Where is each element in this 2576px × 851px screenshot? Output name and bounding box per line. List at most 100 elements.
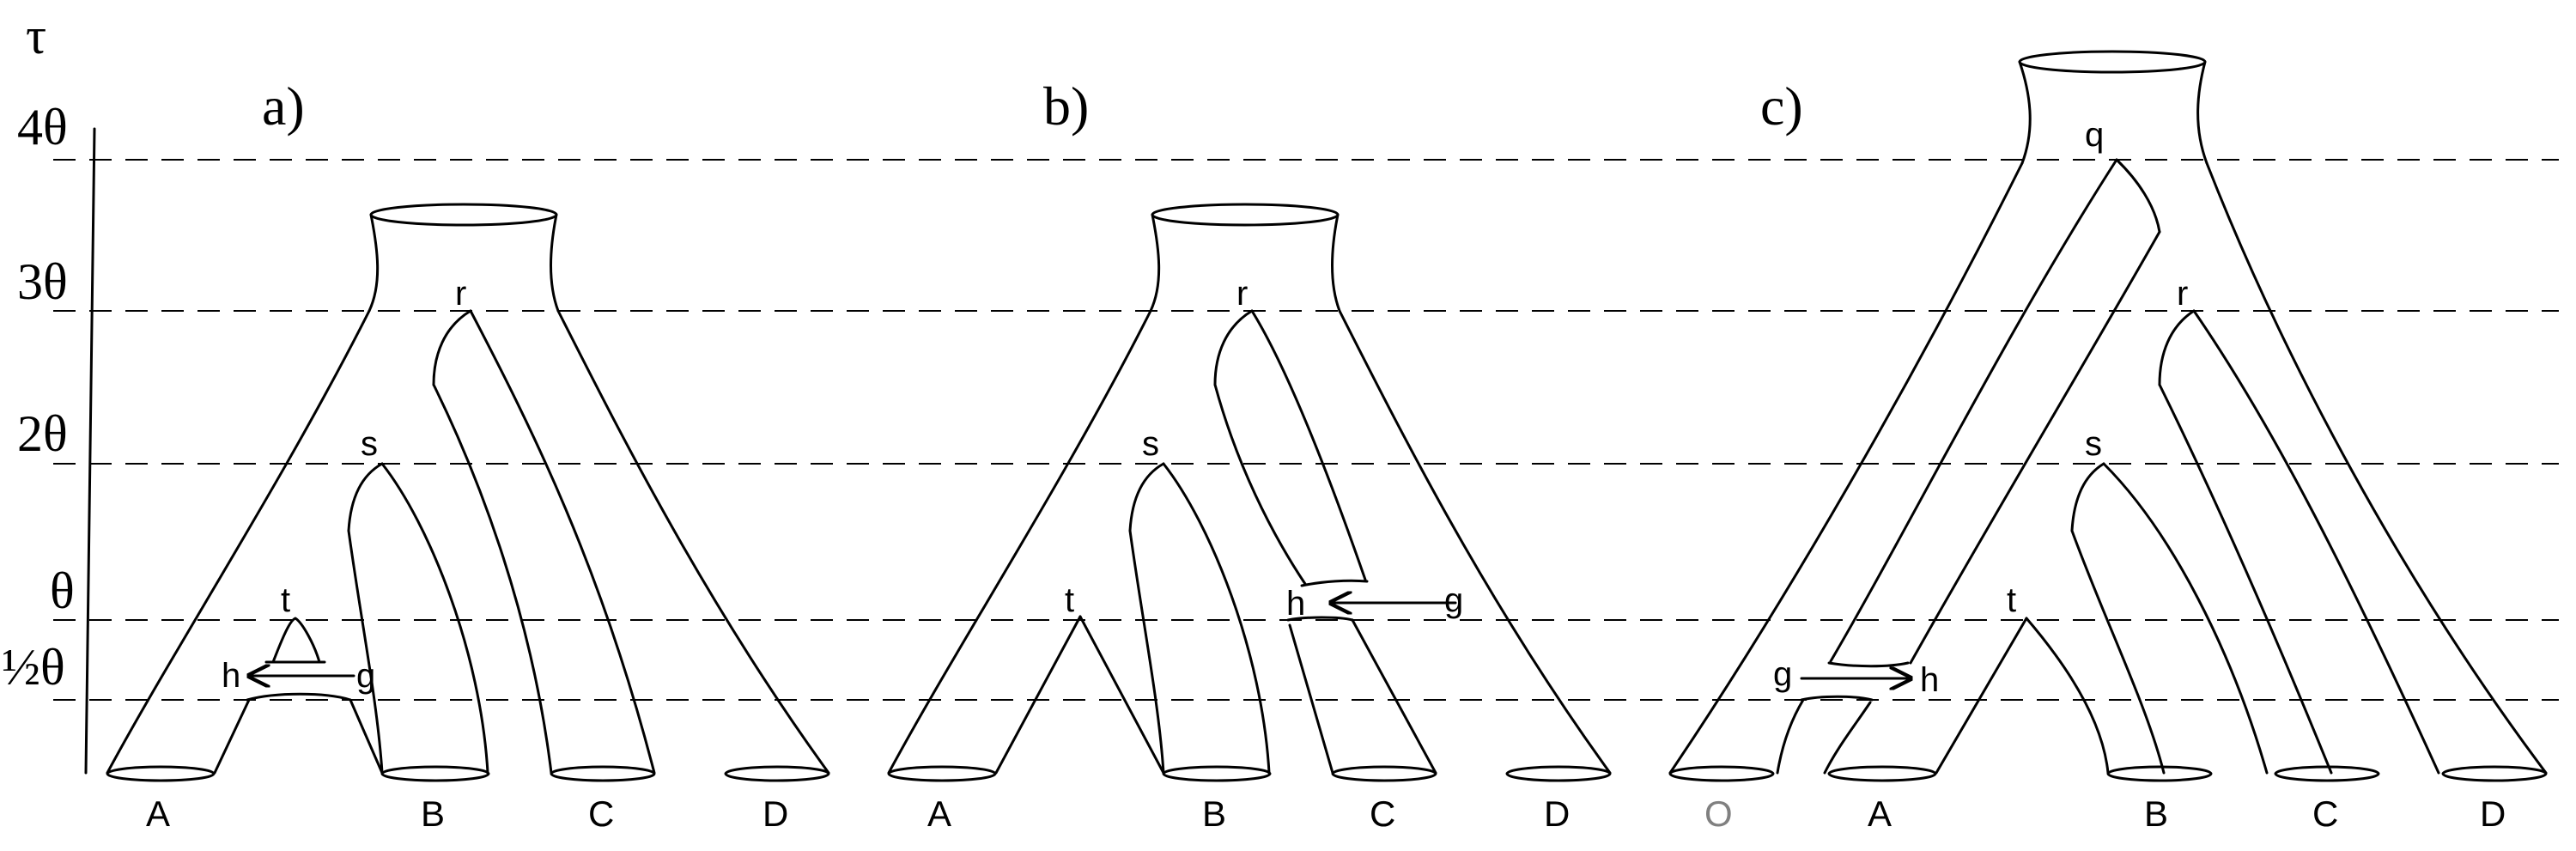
tip-label: B <box>1202 793 1226 834</box>
branch-edge <box>469 309 656 775</box>
panel-a: a) r s t g h A <box>106 76 830 834</box>
node-label-r: r <box>455 275 466 313</box>
tip-label: A <box>927 793 951 834</box>
branch-edge <box>432 309 472 386</box>
branch-edge <box>1823 701 1872 775</box>
branch-edge <box>349 698 384 775</box>
branch-edge <box>1078 615 1165 775</box>
tip-cap-A <box>887 765 997 782</box>
branch-edge <box>2018 60 2032 165</box>
tip-label: B <box>2144 793 2168 834</box>
branch-edge <box>1827 661 1910 668</box>
branch-edge <box>1213 309 1254 386</box>
introgression-to-label: h <box>222 657 240 695</box>
branch-edge <box>347 462 384 532</box>
time-axis: τ 4θ 3θ 2θ θ ½θ <box>2 8 96 775</box>
branch-edge <box>1300 579 1369 587</box>
tip-label: D <box>1544 793 1570 834</box>
branch-edge <box>1286 616 1354 622</box>
branch-edge <box>368 213 380 313</box>
branch-edge <box>1935 617 2028 775</box>
introgression-to-label: h <box>1286 585 1305 623</box>
tick-label-theta: θ <box>50 562 75 619</box>
branch-edge <box>380 462 489 775</box>
branch-edge <box>2192 309 2440 775</box>
tip-cap-B <box>380 765 490 782</box>
branch-edge <box>2158 383 2333 775</box>
tip-cap-D <box>2441 765 2548 782</box>
node-label-r: r <box>2177 275 2188 313</box>
tick-label-half-theta: ½θ <box>2 639 65 696</box>
tip-cap-C <box>2274 765 2380 782</box>
tip-label: B <box>421 793 445 834</box>
branch-edge <box>2070 529 2166 775</box>
branch-edge <box>347 529 384 775</box>
node-label-r: r <box>1236 275 1248 313</box>
panel-label: b) <box>1043 76 1089 137</box>
branch-edge <box>2196 60 2208 165</box>
branch-edge <box>2025 617 2110 775</box>
axis-label: τ <box>26 8 46 64</box>
branch-edge <box>1128 462 1165 532</box>
panel-b: b) r s t g h <box>887 76 1612 834</box>
branch-edge <box>1213 383 1307 586</box>
branch-edge <box>1351 618 1437 775</box>
node-label-t: t <box>1065 581 1074 619</box>
branch-edge <box>887 309 1152 775</box>
branch-edge <box>271 617 321 664</box>
branch-edge <box>2070 462 2105 532</box>
tip-label-outgroup: O <box>1704 793 1733 834</box>
branch-edge <box>1250 309 1367 581</box>
tip-label: C <box>1370 793 1395 834</box>
tick-label-2theta: 2θ <box>17 405 68 462</box>
node-label-s: s <box>2085 425 2102 463</box>
node-label-t: t <box>2007 581 2016 619</box>
root-cap <box>369 203 558 227</box>
tip-cap-D <box>724 765 830 782</box>
panel-label: a) <box>262 76 305 137</box>
branch-edge <box>1800 695 1874 702</box>
branch-edge <box>994 615 1082 775</box>
branch-edge <box>550 213 560 313</box>
tip-cap-A <box>1827 765 1937 782</box>
branch-edge <box>2205 161 2548 775</box>
tip-label: D <box>2480 793 2506 834</box>
tip-label: A <box>146 793 170 834</box>
tip-cap-C <box>550 765 656 782</box>
axis-line <box>84 127 96 775</box>
branch-edge <box>213 698 251 775</box>
branch-edge <box>1776 698 1805 775</box>
panel-label: c) <box>1760 76 1803 137</box>
tip-cap-B <box>2106 765 2213 782</box>
tip-cap-O <box>1668 765 1775 782</box>
branch-edge <box>1829 158 2118 663</box>
branch-edge <box>1668 161 2024 775</box>
branch-edge <box>1288 623 1334 775</box>
root-cap <box>1151 203 1340 227</box>
root-cap <box>2018 50 2207 74</box>
tip-label: C <box>588 793 614 834</box>
tick-label-4theta: 4θ <box>17 99 68 155</box>
tip-label: A <box>1868 793 1892 834</box>
branch-edge <box>2102 462 2269 775</box>
branch-edge <box>432 383 553 775</box>
tick-label-3theta: 3θ <box>17 253 68 310</box>
branch-edge <box>1909 230 2161 665</box>
node-label-t: t <box>281 581 290 619</box>
branch-edge <box>246 692 352 702</box>
node-label-q: q <box>2085 116 2104 154</box>
panel-c: c) q <box>1668 50 2548 834</box>
branch-edge <box>1338 309 1612 775</box>
introgression-from-label: g <box>356 657 375 695</box>
introgression-from-label: g <box>1444 581 1463 619</box>
branch-edge <box>2115 158 2161 234</box>
tip-cap-A <box>106 765 216 782</box>
branch-edge <box>1331 213 1341 313</box>
branch-edge <box>1149 213 1161 313</box>
tip-cap-B <box>1162 765 1272 782</box>
tip-cap-C <box>1331 765 1437 782</box>
introgression-from-label: g <box>1773 655 1792 693</box>
branch-edge <box>556 309 830 775</box>
branch-edge <box>1162 462 1271 775</box>
